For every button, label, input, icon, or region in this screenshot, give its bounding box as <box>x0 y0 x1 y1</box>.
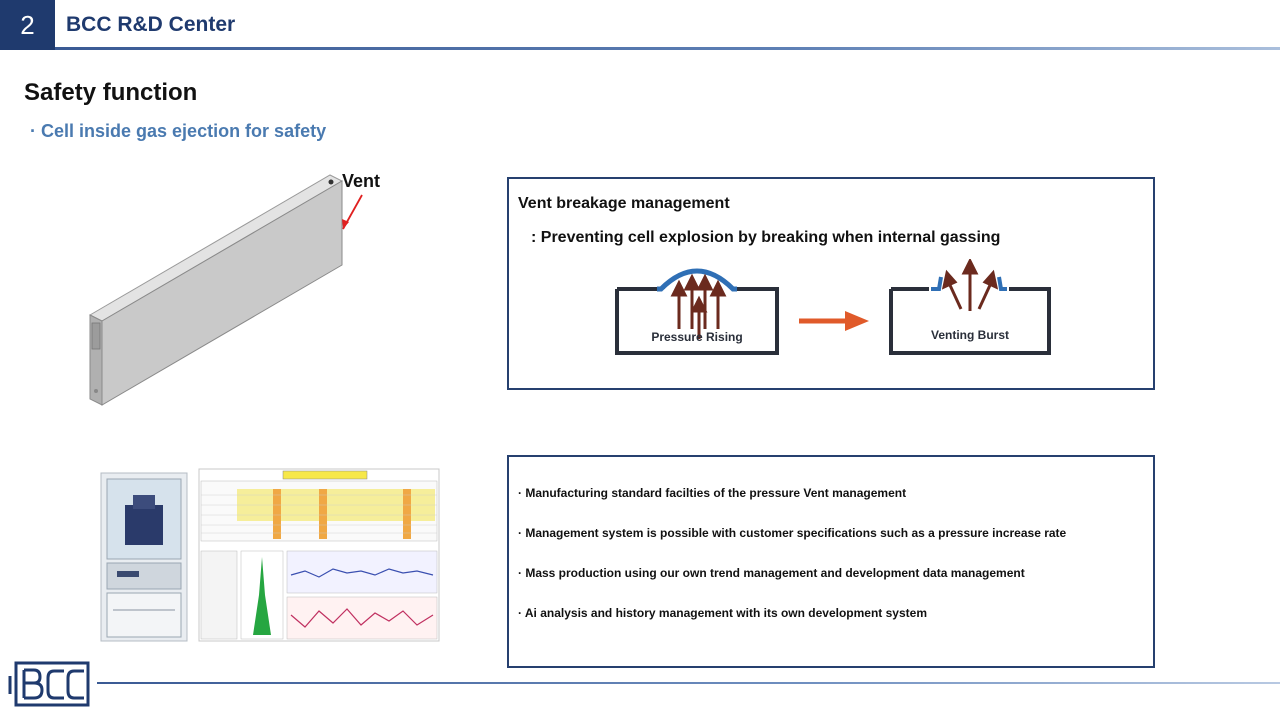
vent-burst-diagram: Pressure Rising Venting Burst <box>615 259 1051 355</box>
slide-title: Safety function <box>24 79 198 106</box>
list-item: · Mass production using our own trend ma… <box>518 566 1025 580</box>
management-data-sheet <box>198 468 440 642</box>
venting-burst-diagram: Venting Burst <box>889 259 1051 355</box>
venting-burst-label: Venting Burst <box>931 328 1009 342</box>
vent-label: Vent <box>342 171 381 191</box>
equipment-and-data-sheet-images <box>100 468 440 642</box>
list-item: · Management system is possible with cus… <box>518 526 1067 540</box>
slide-subtitle: · Cell inside gas ejection for safety <box>30 121 327 141</box>
bcc-logo <box>8 661 90 707</box>
battery-cell-illustration <box>88 174 363 406</box>
list-item: · Manufacturing standard facilties of th… <box>518 486 907 500</box>
header-divider <box>55 47 1280 50</box>
vent-heading: Vent breakage management <box>518 195 730 212</box>
vent-breakage-panel: Vent breakage management : Preventing ce… <box>507 177 1155 390</box>
header-title: BCC R&D Center <box>66 13 236 36</box>
footer-divider <box>97 682 1280 684</box>
list-item: · Ai analysis and history management wit… <box>518 606 927 620</box>
facility-features-panel: · Manufacturing standard facilties of th… <box>507 455 1155 668</box>
pressure-rising-label: Pressure Rising <box>651 330 742 344</box>
pressure-rising-diagram: Pressure Rising <box>615 268 779 355</box>
vent-description: : Preventing cell explosion by breaking … <box>531 229 1001 246</box>
page-number: 2 <box>0 0 55 50</box>
process-arrow-icon <box>799 311 869 331</box>
test-equipment-photo <box>100 472 188 642</box>
